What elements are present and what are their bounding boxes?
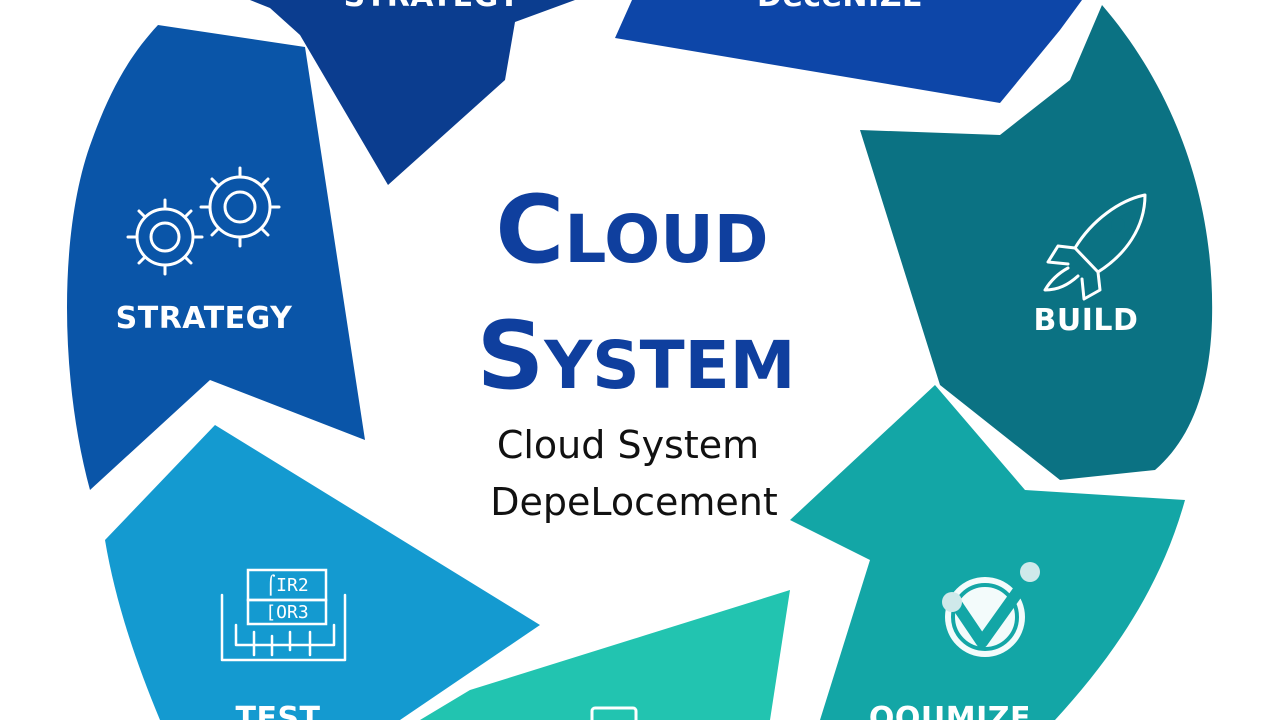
monitor-icon (590, 706, 638, 720)
segment-centralize-label: DeceNIZE (757, 0, 923, 14)
checkmark-icon (942, 562, 1040, 657)
circuit-icon-glyph-line1: ⌠IR2 (265, 574, 308, 596)
gears-icon (126, 166, 281, 276)
segment-test: ⌠IR2 [OR3 TEST (105, 425, 540, 720)
subtitle-line-2: DepeLocement (490, 480, 778, 524)
segment-optimize: OQUMIZE (790, 385, 1185, 720)
circuit-icon-glyph-line2: [OR3 (265, 602, 308, 623)
title-line-1: Cloud (495, 176, 768, 285)
segment-test-label: TEST (235, 701, 320, 720)
segment-test-shape (105, 425, 540, 720)
segment-build-label: BUILD (1034, 303, 1139, 338)
subtitle-line-1: Cloud System (497, 423, 759, 467)
segment-strategy-top-label: STRATEGY (344, 0, 521, 14)
segment-centralize: DeceNIZE (615, 0, 1082, 103)
center-title-group: Cloud System Cloud System DepeLocement (477, 176, 796, 524)
segment-strategy-top-shape (250, 0, 575, 185)
segment-strategy-label: STRATEGY (116, 301, 293, 336)
segment-optimize-label: OQUMIZE (869, 701, 1031, 720)
segment-centralize-shape (615, 0, 1082, 103)
segment-strategy: STRATEGY (67, 25, 365, 490)
title-line-2: System (477, 302, 796, 411)
segment-build-shape (860, 5, 1213, 480)
segment-deploy (420, 590, 790, 720)
segment-build: BUILD (860, 5, 1213, 480)
segment-strategy-top: STRATEGY (250, 0, 575, 185)
segment-deploy-shape (420, 590, 790, 720)
segment-strategy-shape (67, 25, 365, 490)
segment-optimize-shape (790, 385, 1185, 720)
circuit-icon: ⌠IR2 [OR3 (220, 568, 347, 662)
rocket-icon (1043, 193, 1147, 301)
